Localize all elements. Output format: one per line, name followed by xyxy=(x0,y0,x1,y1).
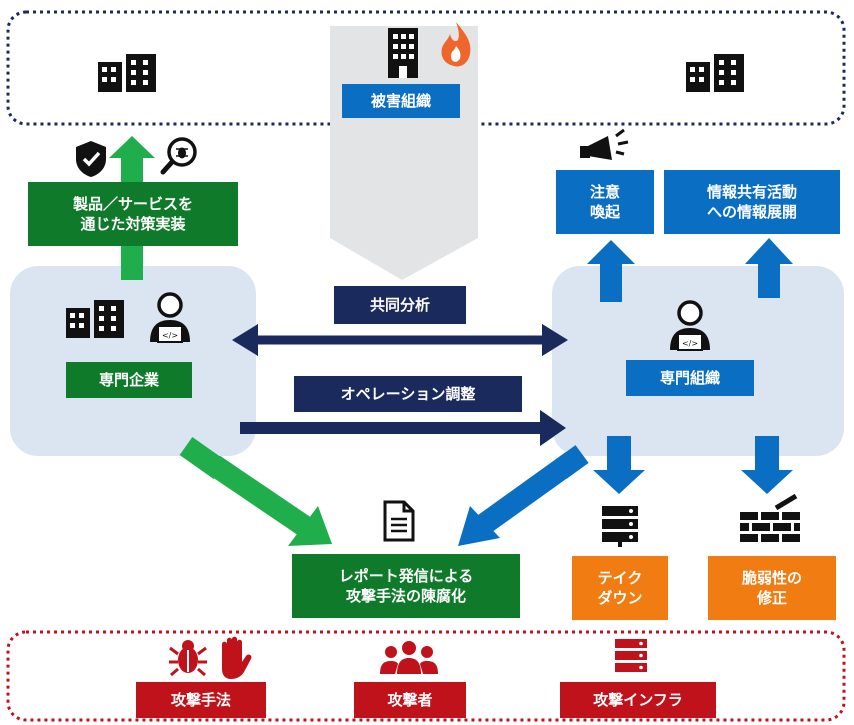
server-icon xyxy=(614,638,648,676)
attacker-label: 攻撃者 xyxy=(354,682,466,718)
attackers-group-icon xyxy=(378,640,440,676)
building-icon xyxy=(98,54,156,92)
attack-infra-label: 攻撃インフラ xyxy=(560,682,716,718)
operation-coordination-label: オペレーション調整 xyxy=(294,376,522,412)
building-icon xyxy=(66,300,124,338)
stop-hand-icon xyxy=(214,636,258,680)
server-icon xyxy=(600,504,640,548)
product-measures-label: 製品／サービスを 通じた対策実装 xyxy=(28,182,238,246)
svg-text:</>: </> xyxy=(162,331,178,340)
victim-org-label: 被害組織 xyxy=(342,84,460,118)
analyst-icon: </> xyxy=(666,300,714,352)
bug-icon xyxy=(168,638,208,676)
svg-text:</>: </> xyxy=(682,339,698,348)
building-icon xyxy=(686,54,744,92)
shield-icon xyxy=(74,140,108,178)
brick-wall-icon xyxy=(738,494,802,546)
attack-method-label: 攻撃手法 xyxy=(136,682,266,718)
alert-label: 注意 喚起 xyxy=(556,170,654,234)
fire-icon xyxy=(438,20,474,68)
expert-company-panel xyxy=(10,266,256,456)
megaphone-icon xyxy=(578,126,634,168)
joint-analysis-label: 共同分析 xyxy=(334,286,466,324)
magnifier-bug-icon xyxy=(160,136,200,176)
document-icon xyxy=(382,500,416,542)
info-sharing-label: 情報共有活動 への情報展開 xyxy=(664,170,840,234)
takedown-label: テイク ダウン xyxy=(572,556,668,620)
expert-company-label: 専門企業 xyxy=(66,362,192,398)
office-tower-icon xyxy=(386,28,420,78)
report-label: レポート発信による 攻撃手法の陳腐化 xyxy=(292,554,520,618)
analyst-icon: </> xyxy=(146,292,194,344)
vuln-fix-label: 脆弱性の 修正 xyxy=(708,556,836,620)
expert-org-label: 専門組織 xyxy=(626,360,754,396)
